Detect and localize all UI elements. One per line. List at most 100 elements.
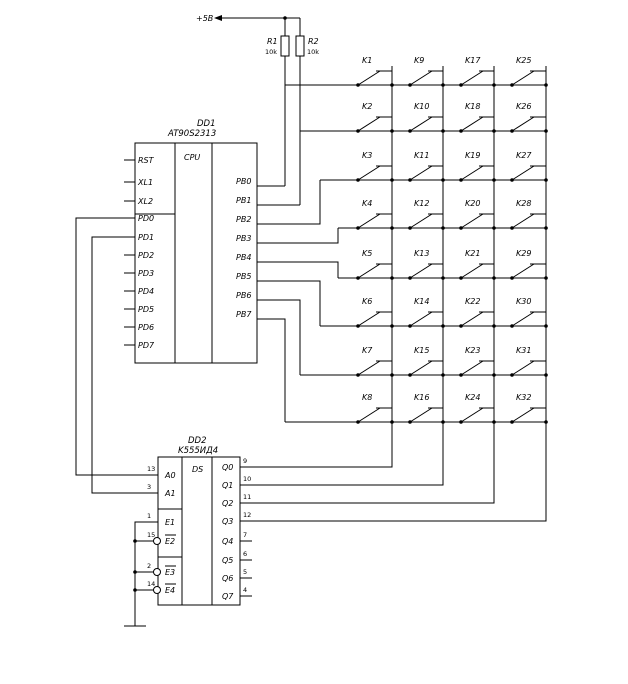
resistor-r2-name: R2: [308, 37, 319, 46]
key-label: K5: [362, 249, 372, 258]
key-switch-k29: K29: [510, 249, 548, 280]
dd1-pin-pd4: PD4: [138, 287, 154, 296]
dd1-pin-pb2: PB2: [236, 215, 251, 224]
key-switch-k26: K26: [510, 102, 548, 133]
enable-ground-wiring: [124, 521, 158, 627]
key-switch-k9: K9: [408, 56, 445, 87]
dd2-pin-number: 9: [243, 457, 247, 465]
dd2-pin-number: 7: [243, 531, 247, 539]
pb6-wire: [257, 299, 301, 375]
key-label: K28: [516, 199, 531, 208]
key-switch-k11: K11: [408, 151, 445, 182]
dd1-pin-pb1: PB1: [236, 196, 251, 205]
dd2-ds-label: DS: [192, 465, 203, 474]
resistor-r2: R2 10k: [295, 35, 319, 205]
dd1-pin-pb6: PB6: [236, 291, 251, 300]
dd1-pin-pd2: PD2: [138, 251, 154, 260]
dd1-pin-pb3: PB3: [236, 234, 251, 243]
dd2-designator: DD2: [188, 436, 207, 446]
key-switch-k16: K16: [408, 393, 445, 424]
key-switch-k18: K18: [459, 102, 496, 133]
resistor-r2-value: 10k: [307, 48, 319, 56]
dd2-part: K555ИД4: [178, 446, 218, 456]
key-label: K18: [465, 102, 480, 111]
dd1-pin-pb7: PB7: [236, 310, 252, 319]
key-switch-k14: K14: [408, 297, 445, 328]
dd1-pin-xl1: XL1: [137, 178, 153, 187]
dd2-pin-number: 11: [243, 493, 251, 501]
q2-wire: [240, 422, 495, 504]
key-switch-k20: K20: [459, 199, 496, 230]
q0-wire: [240, 422, 393, 468]
key-label: K24: [465, 393, 480, 402]
dd2-pin-q2: Q2: [222, 499, 233, 508]
inverted-input-icon: [153, 568, 161, 576]
key-switch-k3: K3: [356, 151, 394, 182]
dd2-pin-number: 10: [243, 475, 251, 483]
key-switch-k12: K12: [408, 199, 445, 230]
dd2-pin-number: 1: [147, 512, 151, 520]
key-switch-k25: K25: [510, 56, 548, 87]
dd2-pin-q4: Q4: [222, 537, 233, 546]
pb2-wire: [257, 180, 321, 225]
power-label: +5B: [196, 14, 213, 23]
dd2-pin-number: 15: [147, 531, 155, 539]
dd2-pin-number: 5: [243, 568, 247, 576]
key-switch-k21: K21: [459, 249, 496, 280]
key-switch-k32: K32: [510, 393, 548, 424]
dd1-pin-xl2: XL2: [137, 197, 153, 206]
dd2-pin-e2: E2: [165, 537, 175, 546]
dd2-pin-q7: Q7: [222, 592, 234, 601]
dd2-pin-e4: E4: [165, 586, 175, 595]
key-label: K32: [516, 393, 531, 402]
key-label: K8: [362, 393, 372, 402]
arrow-icon: [214, 15, 222, 21]
key-label: K14: [414, 297, 429, 306]
dd2-pin-e1: E1: [165, 518, 175, 527]
key-label: K16: [414, 393, 429, 402]
key-label: K6: [362, 297, 372, 306]
key-switch-k4: K4: [356, 199, 394, 230]
key-switch-k15: K15: [408, 346, 445, 377]
key-label: K26: [516, 102, 531, 111]
key-switch-k5: K5: [356, 249, 394, 280]
dd1-pin-pd7: PD7: [138, 341, 155, 350]
key-switch-k1: K1: [356, 56, 394, 87]
key-switch-k27: K27: [510, 151, 548, 182]
dd2-pin-a1: A1: [164, 489, 176, 498]
key-label: K2: [362, 102, 372, 111]
key-label: K7: [362, 346, 373, 355]
key-label: K9: [414, 56, 424, 65]
dd2-pin-e3: E3: [165, 568, 175, 577]
dd2-pin-number: 2: [147, 562, 151, 570]
key-switch-k31: K31: [510, 346, 548, 377]
key-switch-k10: K10: [408, 102, 445, 133]
key-label: K12: [414, 199, 429, 208]
key-label: K1: [362, 56, 372, 65]
key-label: K21: [465, 249, 480, 258]
key-label: K23: [465, 346, 480, 355]
pb7-wire: [257, 318, 286, 422]
pb4-wire: [257, 261, 339, 278]
dd1-chip: DD1 AT90S2313 CPU RSTXL1XL2PD0PD1PD2PD3P…: [124, 119, 258, 364]
dd1-pin-pd0: PD0: [138, 214, 154, 223]
key-label: K22: [465, 297, 480, 306]
key-switch-k8: K8: [356, 393, 394, 424]
key-switch-k23: K23: [459, 346, 496, 377]
key-switch-k19: K19: [459, 151, 496, 182]
dd2-pin-q6: Q6: [222, 574, 233, 583]
dd1-pin-pd6: PD6: [138, 323, 154, 332]
key-label: K19: [465, 151, 480, 160]
key-label: K13: [414, 249, 429, 258]
key-switch-k30: K30: [510, 297, 548, 328]
port-d-wiring: [75, 217, 158, 494]
dd2-pin-number: 3: [147, 483, 151, 491]
key-switch-k2: K2: [356, 102, 394, 133]
port-b-wiring: [257, 180, 339, 422]
key-label: K4: [362, 199, 372, 208]
dd1-pin-pb4: PB4: [236, 253, 251, 262]
dd2-chip: DD2 K555ИД4 DS A013A13E11E215E32E414Q09Q…: [147, 436, 252, 606]
dd1-pin-pd3: PD3: [138, 269, 154, 278]
key-label: K10: [414, 102, 429, 111]
